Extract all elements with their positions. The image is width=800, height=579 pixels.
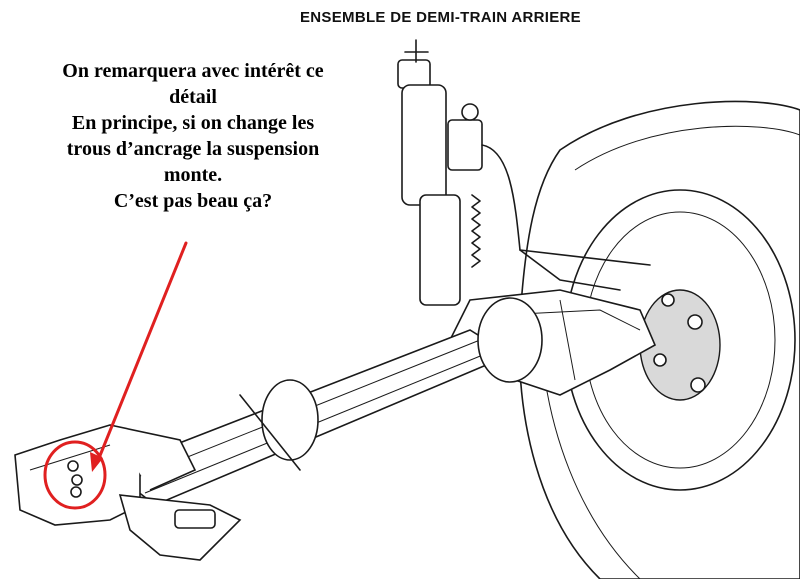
annotation-line: trous d’ancrage la suspension [66,138,320,160]
spring-linkage [447,103,651,291]
diagram-title: ENSEMBLE DE DEMI-TRAIN ARRIERE [300,9,581,26]
annotation-text: On remarquera avec intérêt ce détail En … [14,58,372,214]
annotation-line: En principe, si on change les [71,112,315,134]
highlight-marker [43,241,188,510]
annotation-line: monte. [163,164,223,186]
wheel [518,100,800,579]
highlight-circle [43,440,107,510]
shock-absorber [397,39,461,306]
anchor-bracket [14,424,242,561]
annotation-line: détail [169,86,217,108]
annotation-line: C’est pas beau ça? [113,190,273,212]
annotation-line: On remarquera avec intérêt ce [62,60,324,82]
annotation-arrow [95,241,188,465]
